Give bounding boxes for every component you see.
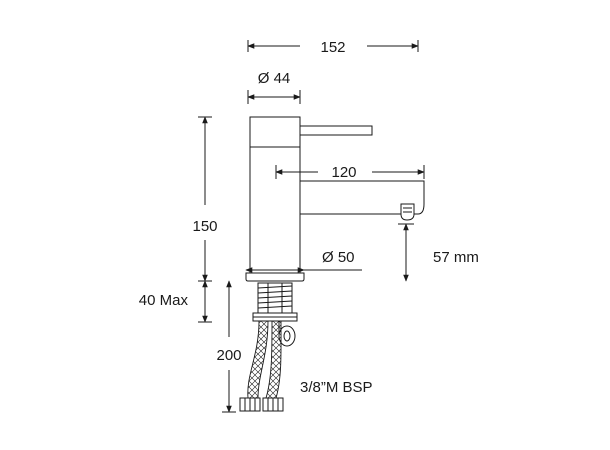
spout-reach-dimension: 120	[275, 164, 425, 181]
shank-threads	[257, 285, 293, 309]
faucet-cylinder	[249, 116, 301, 274]
hose-left	[247, 320, 269, 399]
spout-height-label: 57 mm	[433, 249, 479, 266]
handle-diameter-dimension: Ø 44	[247, 70, 301, 104]
hose-length-dimension: 200	[216, 280, 242, 413]
body-height-dimension: 150	[192, 116, 218, 282]
handle-diameter-label: Ø 44	[258, 70, 291, 87]
spout	[299, 180, 425, 215]
mounting-depth-label: 40 Max	[139, 292, 189, 309]
overall-width-label: 152	[320, 39, 345, 56]
mounting-depth-dimension: 40 Max	[139, 280, 212, 323]
faucet-body	[245, 116, 425, 282]
spout-height-dimension: 57 mm	[398, 223, 479, 282]
faucet-base	[245, 272, 305, 282]
base-diameter-label: Ø 50	[322, 249, 355, 266]
body-height-label: 150	[192, 218, 217, 235]
spout-reach-label: 120	[331, 164, 356, 181]
base-diameter-dimension: Ø 50	[245, 249, 362, 273]
hose-right	[265, 320, 282, 399]
lever-handle	[299, 125, 373, 136]
braided-hoses	[239, 320, 284, 412]
overall-width-dimension: 152	[247, 39, 419, 56]
hose-connection-label: 3/8”M BSP	[300, 379, 373, 396]
hose-length-label: 200	[216, 347, 241, 364]
